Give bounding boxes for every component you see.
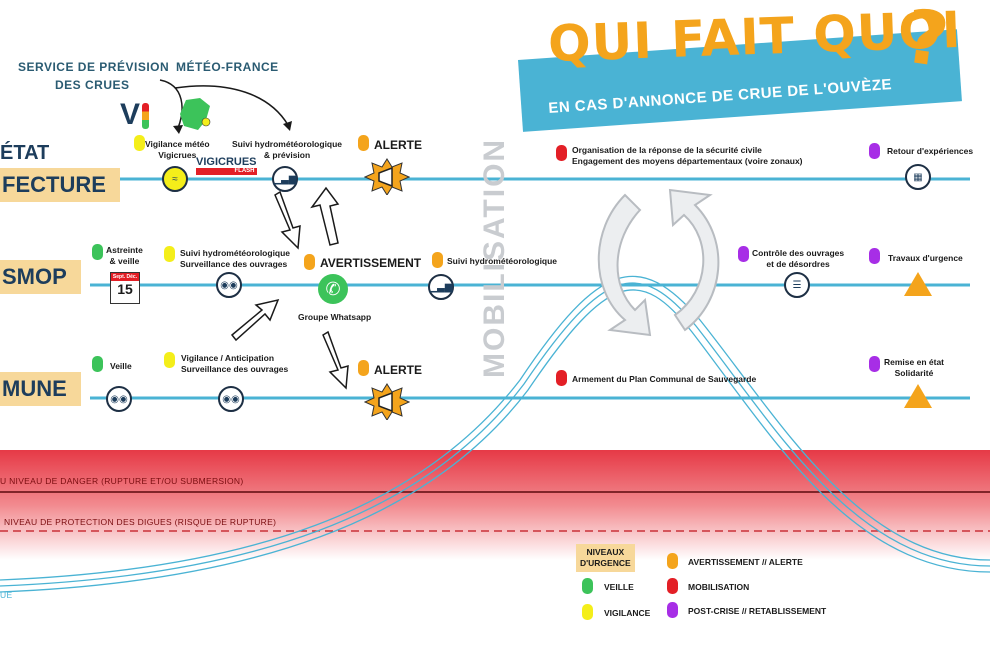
status-dot-vigilance-3 [164, 352, 175, 368]
label-pcs: Armement du Plan Communal de Sauvegarde [572, 374, 757, 384]
status-dot-vigilance-2 [164, 246, 175, 262]
checklist-icon: ☰ [784, 272, 810, 298]
source-spc-line2: DES CRUES [55, 78, 130, 92]
france-map-icon [180, 98, 211, 130]
label-travaux: Travaux d'urgence [888, 253, 963, 263]
legend-dot-mobilisation [667, 578, 678, 594]
label-protection-level: NIVEAU DE PROTECTION DES DIGUES (RISQUE … [4, 517, 277, 527]
megaphone-icon-2 [364, 383, 410, 420]
legend-mobilisation: MOBILISATION [688, 582, 750, 592]
status-dot-post-crise-2 [738, 246, 749, 262]
status-dot-alerte-3 [358, 360, 369, 376]
label-suivi-prevision: Suivi hydrométéorologique& prévision [232, 139, 343, 160]
status-dot-post-crise-3 [869, 248, 880, 264]
legend-dot-vigilance [582, 604, 593, 620]
danger-band [0, 450, 990, 560]
status-dot-avertissement [304, 254, 315, 270]
source-meteo: MÉTÉO-FRANCE [176, 60, 279, 74]
calendar-icon: Sept. Déc.15 [110, 272, 140, 304]
presentation-icon: ▦ [905, 164, 931, 190]
label-veille: Veille [110, 361, 132, 371]
label-avertissement: AVERTISSEMENT [320, 256, 422, 270]
binoculars-icon-2: ◉◉ [106, 386, 132, 412]
label-astreinte: Astreinte& veille [106, 245, 143, 266]
status-dot-alerte [358, 135, 369, 151]
cycle-arrows-icon [597, 188, 720, 337]
label-retour-experiences: Retour d'expériences [887, 146, 974, 156]
flow-arrows [230, 186, 349, 390]
source-arrows [159, 79, 289, 129]
label-alerte-2: ALERTE [374, 363, 422, 377]
status-dot-post-crise-4 [869, 356, 880, 372]
status-dot-vigilance [134, 135, 145, 151]
label-whatsapp: Groupe Whatsapp [298, 312, 372, 322]
label-corner: UE [0, 590, 13, 600]
actor-prefecture: FECTURE [0, 168, 120, 202]
megaphone-icon [364, 158, 410, 195]
status-dot-veille-2 [92, 356, 103, 372]
traffic-light-icon: V [120, 98, 150, 132]
actor-commune: MUNE [0, 372, 81, 406]
roadwork-icon-2 [904, 384, 932, 408]
legend-dot-veille [582, 578, 593, 594]
status-dot-post-crise [869, 143, 880, 159]
label-alerte-1: ALERTE [374, 138, 422, 152]
legend-vigilance: VIGILANCE [604, 608, 651, 618]
status-dot-alerte-2 [432, 252, 443, 268]
label-danger-level: U NIVEAU DE DANGER (RUPTURE ET/OU SUBMER… [0, 476, 244, 486]
legend-veille: VEILLE [604, 582, 634, 592]
mobilisation-label: MOBILISATION [478, 137, 511, 378]
flood-curve [0, 275, 990, 593]
actor-smop: SMOP [0, 260, 81, 294]
source-spc-line1: SERVICE DE PRÉVISION [18, 60, 170, 74]
roadwork-icon [904, 272, 932, 296]
actor-etat: ÉTAT [0, 142, 50, 164]
label-suivi-hydro: Suivi hydrométéorologique [447, 256, 558, 266]
waves-icon: ≈ [162, 166, 188, 192]
status-dot-mobilisation-2 [556, 370, 567, 386]
label-organisation: Organisation de la réponse de la sécurit… [572, 145, 803, 166]
chart-icon-2: ▁▃▆ [428, 274, 454, 300]
binoculars-icon-3: ◉◉ [218, 386, 244, 412]
whatsapp-icon: ✆ [318, 274, 348, 304]
legend-dot-avertissement [667, 553, 678, 569]
legend-dot-post-crise [667, 602, 678, 618]
chart-icon: ▁▃▆ [272, 166, 298, 192]
legend-avertissement: AVERTISSEMENT // ALERTE [688, 557, 803, 567]
status-dot-mobilisation [556, 145, 567, 161]
status-dot-veille [92, 244, 103, 260]
legend-post-crise: POST-CRISE // RETABLISSEMENT [688, 606, 827, 616]
binoculars-icon: ◉◉ [216, 272, 242, 298]
